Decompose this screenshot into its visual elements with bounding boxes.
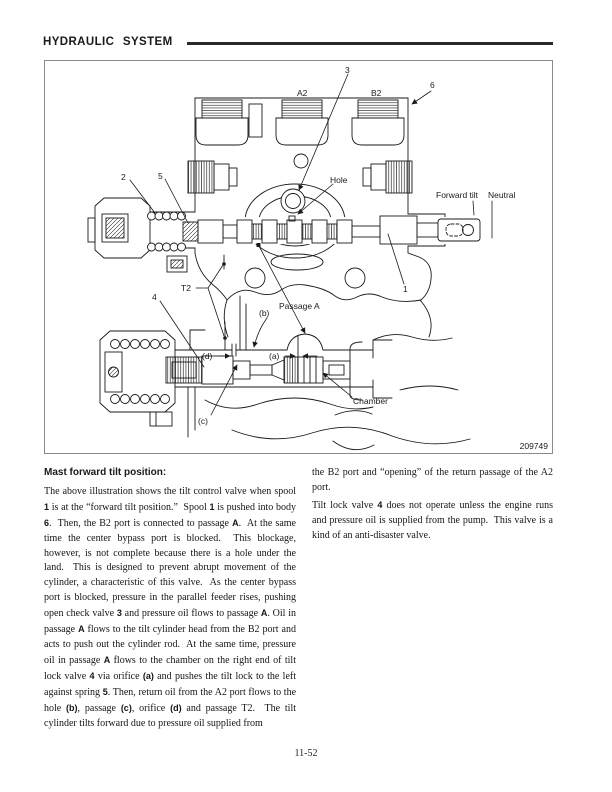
spool-end-cap (87, 197, 188, 273)
page-header: HYDRAULIC SYSTEM (43, 36, 553, 48)
side-plug-left (187, 160, 238, 194)
body-text: Mast forward tilt position: The above il… (44, 466, 553, 733)
label-orifice-a: (a) (269, 351, 280, 361)
body-casting-contour (194, 252, 432, 338)
tilt-lock-valve (99, 295, 471, 451)
label-chamber: Chamber (353, 396, 388, 406)
label-3: 3 (345, 65, 350, 75)
hole-under-land (288, 215, 296, 222)
label-6: 6 (430, 80, 435, 90)
diagram-labels: 2 5 3 A2 B2 6 Hole Forward tilt Neutral … (121, 65, 548, 451)
header-rule (186, 41, 553, 45)
body-paragraph-left: The above illustration shows the tilt co… (44, 485, 297, 729)
label-port-b2: B2 (371, 88, 382, 98)
label-hole-b: (b) (259, 308, 270, 318)
page-title: HYDRAULIC SYSTEM (43, 36, 173, 48)
body-paragraph-right-2: Tilt lock valve 4 does not operate unles… (312, 499, 553, 541)
label-1: 1 (403, 284, 408, 294)
right-column: the B2 port and “opening” of the return … (312, 466, 553, 733)
port-left (195, 99, 263, 146)
upper-valve-body (149, 97, 446, 259)
orifice-d-rib (231, 343, 237, 357)
section-heading: Mast forward tilt position: (44, 467, 167, 478)
page-number: 11-52 (294, 748, 318, 759)
figure-number: 209749 (520, 441, 549, 451)
label-t2: T2 (181, 283, 191, 293)
label-orifice-d: (d) (202, 351, 213, 361)
label-4: 4 (152, 292, 157, 302)
label-forward-tilt: Forward tilt (436, 190, 479, 200)
label-passage-a: Passage A (279, 301, 320, 311)
leader-lines (129, 73, 493, 416)
label-port-a2: A2 (297, 88, 308, 98)
spool (150, 215, 481, 245)
figure-frame: 2 5 3 A2 B2 6 Hole Forward tilt Neutral … (44, 60, 553, 454)
label-5: 5 (158, 171, 163, 181)
body-paragraph-right-1: the B2 port and “opening” of the return … (312, 467, 553, 493)
label-passage-c: (c) (198, 416, 208, 426)
chamber-piston (322, 360, 351, 380)
label-neutral: Neutral (488, 190, 516, 200)
tilt-lock-spool (201, 355, 351, 385)
label-hole: Hole (330, 175, 348, 185)
left-column: Mast forward tilt position: The above il… (44, 466, 296, 733)
port-b2 (351, 99, 405, 146)
label-2: 2 (121, 172, 126, 182)
side-plug-right (362, 160, 413, 194)
tilt-lock-spring (165, 356, 203, 384)
port-a2 (275, 99, 329, 146)
tilt-control-valve-diagram: 2 5 3 A2 B2 6 Hole Forward tilt Neutral … (87, 65, 548, 451)
